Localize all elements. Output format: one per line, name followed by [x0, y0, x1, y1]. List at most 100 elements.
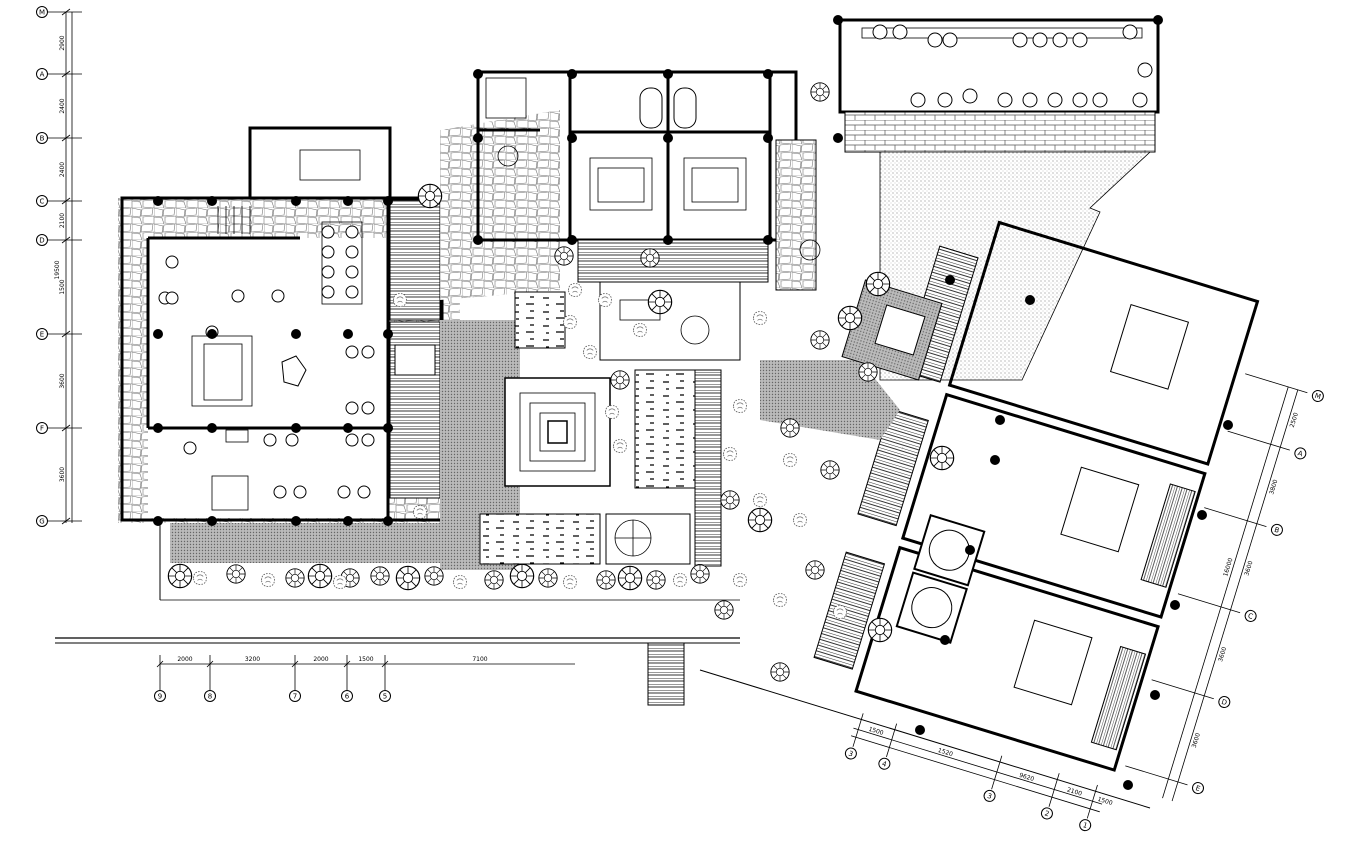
- tree: [617, 565, 643, 591]
- right-grid-bubble: C: [1244, 609, 1257, 622]
- tree: [646, 570, 666, 590]
- grid-bubble-label: 1: [1082, 821, 1089, 830]
- right-dimension-text: 3600: [1191, 732, 1202, 749]
- bottom-grid-bubble: 6: [341, 690, 353, 702]
- lounge-chair: [927, 32, 943, 48]
- shrub: [261, 573, 275, 587]
- grid-bubble-label: M: [1314, 392, 1322, 401]
- column: [833, 15, 843, 25]
- column: [383, 423, 393, 433]
- column: [153, 423, 163, 433]
- tree: [810, 330, 830, 350]
- left-total-dimension: 19500: [54, 260, 61, 279]
- column: [965, 545, 975, 555]
- column: [567, 133, 577, 143]
- right-grid-bubble: M: [1311, 389, 1324, 402]
- chair: [321, 225, 335, 239]
- tree: [554, 246, 574, 266]
- column: [153, 196, 163, 206]
- chair: [361, 345, 375, 359]
- left-grid-bubble: F: [36, 422, 48, 434]
- lower-right-dimension-text: 9620: [1018, 772, 1035, 783]
- lower-right-grid-bubble: 3: [983, 789, 996, 802]
- shrub: [613, 439, 627, 453]
- lower-right-dimension-text: 1500: [1097, 796, 1114, 807]
- column: [1170, 600, 1180, 610]
- grid-bubble-label: 3: [986, 792, 993, 801]
- tree: [837, 305, 863, 331]
- shrub: [563, 315, 577, 329]
- lower-right-grid-bubble: 4: [878, 757, 891, 770]
- shrub: [453, 575, 467, 589]
- left-grid-bubble: C: [36, 195, 48, 207]
- column: [763, 69, 773, 79]
- tree: [640, 248, 660, 268]
- column: [663, 133, 673, 143]
- column: [291, 196, 301, 206]
- right-dimension-text: 3600: [1217, 646, 1228, 663]
- lounge-chair: [1052, 32, 1068, 48]
- chair: [345, 225, 359, 239]
- chair: [345, 345, 359, 359]
- shrub: [583, 345, 597, 359]
- column: [833, 133, 843, 143]
- column: [567, 235, 577, 245]
- bottom-dimension-text: 2000: [177, 656, 192, 663]
- column: [763, 235, 773, 245]
- grid-bubble-label: 4: [881, 760, 888, 769]
- shrub: [733, 399, 747, 413]
- column: [940, 635, 950, 645]
- shrub: [783, 453, 797, 467]
- lounge-chair: [997, 92, 1013, 108]
- grid-bubble-label: B: [1273, 526, 1280, 535]
- central-courtyard: [170, 110, 741, 570]
- grid-bubble-label: 6: [345, 693, 350, 701]
- grid-bubble-label: F: [40, 425, 44, 433]
- column: [1025, 295, 1035, 305]
- shrub: [773, 593, 787, 607]
- structural-columns: [153, 15, 1233, 790]
- tree: [538, 568, 558, 588]
- column: [291, 329, 301, 339]
- column: [473, 235, 483, 245]
- shrub: [598, 293, 612, 307]
- tree: [226, 564, 246, 584]
- right-grid-bubble: E: [1192, 782, 1205, 795]
- shrub: [563, 575, 577, 589]
- grid-bubble-label: A: [1297, 449, 1304, 458]
- column: [207, 516, 217, 526]
- chair: [357, 485, 371, 499]
- chair: [263, 433, 277, 447]
- shrub: [393, 293, 407, 307]
- bottom-dimension-text: 2000: [313, 656, 328, 663]
- tree: [714, 600, 734, 620]
- lounge-chair: [1012, 32, 1028, 48]
- tree: [805, 560, 825, 580]
- column: [473, 133, 483, 143]
- column: [207, 329, 217, 339]
- left-dimension-text: 3600: [59, 373, 66, 388]
- lounge-chair: [962, 88, 978, 104]
- column: [1150, 690, 1160, 700]
- chair: [345, 245, 359, 259]
- column: [1123, 780, 1133, 790]
- column: [1223, 420, 1233, 430]
- left-dimension-text: 2400: [59, 98, 66, 113]
- shrub: [193, 571, 207, 585]
- bottom-dimension-text: 1500: [358, 656, 373, 663]
- lower-right-dimension-text: 1520: [937, 747, 954, 758]
- column: [343, 423, 353, 433]
- lounge-chair: [1032, 32, 1048, 48]
- shrub: [333, 575, 347, 589]
- column: [945, 275, 955, 285]
- grid-bubble-label: 8: [208, 693, 212, 701]
- grid-bubble-label: 7: [293, 693, 297, 701]
- lounge-chair: [1022, 92, 1038, 108]
- chair: [165, 291, 179, 305]
- column: [990, 455, 1000, 465]
- lower-right-dimension-text: 2100: [1066, 786, 1083, 797]
- chair: [165, 255, 179, 269]
- left-dimension-text: 1500: [59, 279, 66, 294]
